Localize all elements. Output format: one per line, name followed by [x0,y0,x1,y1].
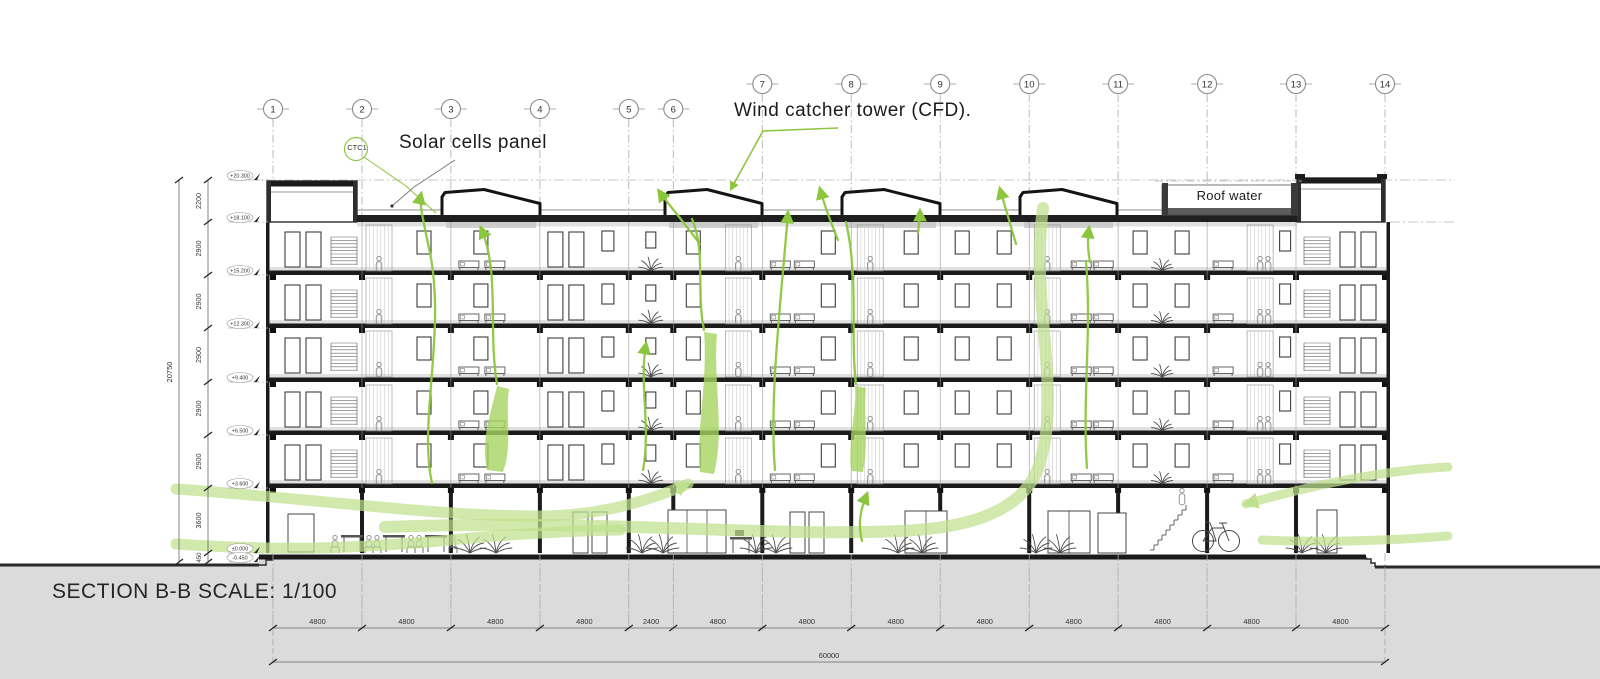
svg-text:9: 9 [938,79,943,90]
grid-bubble-2: 2 [346,98,378,120]
bay-dimension: 4800 [710,617,726,626]
ground [0,554,1600,679]
bay-dimension: 2400 [643,617,659,626]
dims-left: 20750 2200 2900 2900 2900 2900 2900 3600 450 [165,176,213,566]
elevation-label: +9.400 [232,376,249,382]
plant-icon [1151,364,1174,378]
bay-dimension: 4800 [1154,617,1170,626]
elevation-label: ±0.000 [232,547,248,553]
plant-icon [638,256,664,272]
elevation-label: +3.600 [232,482,249,488]
svg-text:7: 7 [760,79,765,90]
svg-text:6: 6 [671,104,676,115]
grid-bubble-8: 8 [835,73,868,95]
plant-icon [1151,471,1174,485]
elevation-label: +6.500 [232,429,249,435]
bicycle-icon [1192,521,1240,552]
grid-bubble-11: 11 [1102,73,1135,95]
section-title: SECTION B-B SCALE: 1/100 [52,580,338,603]
plant-icon [1151,418,1174,432]
grid-bubble-5: 5 [612,98,645,120]
grid-bubble-9: 9 [924,73,957,95]
svg-text:1: 1 [270,104,275,115]
svg-text:11: 11 [1113,79,1123,90]
plant-icon [905,534,939,554]
total-dimension: 60000 [819,651,840,660]
dimension-label: 2200 [194,193,203,209]
grid-bubble-12: 12 [1191,73,1224,95]
bay-dimension: 4800 [487,617,503,626]
dimension-label: 3600 [194,513,203,529]
ground-stairs [1150,487,1187,551]
svg-text:4: 4 [537,104,542,115]
solar-cells-label: Solar cells panel [399,132,547,153]
dimension-label: 450 [197,552,203,563]
plant-icon [638,469,664,485]
plant-icon [1151,258,1174,272]
svg-text:10: 10 [1024,79,1035,90]
grid-bubble-4: 4 [523,98,556,120]
plant-icon [638,416,664,432]
dimension-label: 2900 [194,347,203,363]
elevation-label: +12.300 [230,322,250,328]
dims-bottom: 4800 4800 4800 4800 2400 4800 4800 4800 4800 4800… [268,567,1390,666]
floor-slabs [267,267,1388,493]
roof-water-label: Roof water [1196,188,1263,203]
grid-bubble-14: 14 [1369,73,1401,95]
wind-catcher-label: Wind catcher tower (CFD). [734,100,972,121]
elevation-label: +18.100 [230,216,250,222]
bay-dimension: 4800 [799,617,815,626]
dimension-label: 2900 [194,401,203,417]
grid-bubble-3: 3 [434,98,467,120]
plant-icon [881,534,915,554]
dimension-label: 2900 [194,454,203,470]
solar-leader [391,159,456,207]
bay-dimension: 4800 [398,617,414,626]
bay-dimension: 4800 [1332,617,1348,626]
svg-text:8: 8 [849,79,854,90]
elevation-markers: +20.300 +18.100 +15.200 +12.300 +9.400 +6.500… [226,170,268,563]
svg-text:13: 13 [1291,79,1302,90]
building [266,174,1390,554]
elevation-label: +20.300 [230,174,250,180]
svg-text:14: 14 [1380,79,1391,90]
grid-bubble-10: 10 [1013,73,1046,95]
svg-text:20750: 20750 [165,362,174,383]
elevation-label: -0.450 [232,556,247,562]
plant-icon [1019,534,1053,554]
bay-dimension: 4800 [576,617,592,626]
bay-dimension: 4800 [1065,617,1081,626]
elevation-label: +15.200 [230,269,250,275]
plant-icon [1043,534,1077,554]
plant-icon [739,534,773,554]
bay-dimension: 4800 [1243,617,1259,626]
grid-bubble-1: 1 [257,98,289,120]
grid-bubble-7: 7 [746,73,779,95]
bay-dimension: 4800 [309,617,325,626]
bay-dimension: 4800 [887,617,903,626]
plant-icon [646,534,680,554]
grid-bubble-6: 6 [657,98,690,120]
svg-text:12: 12 [1202,79,1213,90]
grid-bubble-13: 13 [1280,73,1312,95]
svg-text:2: 2 [359,104,364,115]
bay-dimension: 4800 [976,617,992,626]
dimension-label: 2900 [194,294,203,310]
green-flows [170,127,1453,554]
ctc1-label: CTC1 [347,143,367,152]
dimension-label: 2900 [194,241,203,257]
svg-text:3: 3 [448,104,453,115]
rooms [284,222,1377,488]
plant-icon [625,534,659,554]
svg-text:5: 5 [626,104,631,115]
plant-icon [638,309,664,325]
plant-icon [1151,311,1174,325]
